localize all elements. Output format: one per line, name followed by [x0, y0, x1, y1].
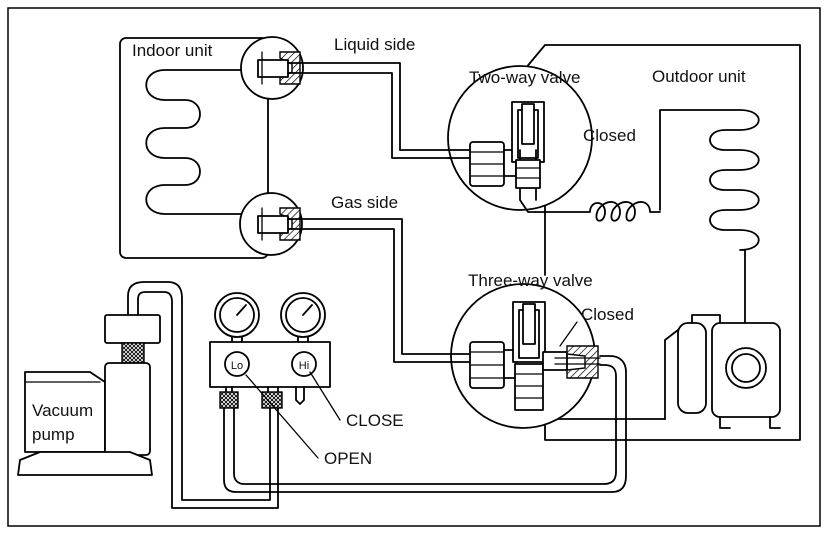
outdoor-unit: Outdoor unit [519, 44, 801, 441]
pump-label: pump [32, 425, 75, 444]
lo-valve-knob [224, 351, 250, 377]
outdoor-unit-outline [519, 44, 801, 441]
outer-frame [7, 7, 821, 527]
liquid-side-flare-nut [240, 36, 304, 100]
outdoor-coil [659, 109, 760, 323]
service-port-hose [223, 355, 627, 493]
gas-side-label: Gas side [331, 193, 398, 212]
vacuum-pump: Vacuum pump [17, 314, 161, 476]
vacuum-label: Vacuum [32, 401, 93, 420]
three-way-valve-label: Three-way valve [468, 271, 593, 290]
hi-valve-knob [291, 351, 317, 377]
compressor [711, 322, 781, 418]
pump-base [17, 451, 153, 476]
outdoor-unit-label: Outdoor unit [652, 67, 746, 86]
gauge-manifold: Lo Hi [209, 292, 341, 459]
gas-side-flare-nut [239, 192, 303, 256]
indoor-coil [145, 69, 251, 215]
lo-knob-label: Lo [231, 360, 243, 372]
capillary-tube [534, 201, 661, 222]
lo-port-fitting [219, 391, 239, 409]
open-label: OPEN [324, 449, 372, 468]
closed-label-two-way: Closed [583, 126, 636, 145]
close-label: CLOSE [346, 411, 404, 430]
closed-label-three-way: Closed [581, 305, 634, 324]
two-way-valve-label: Two-way valve [469, 68, 580, 87]
pump-inlet-block [104, 314, 161, 344]
two-way-valve [399, 65, 593, 213]
pump-hose [127, 281, 279, 509]
liquid-pipe [287, 62, 471, 159]
indoor-unit-box [119, 37, 269, 259]
gas-pipe [287, 218, 471, 363]
indoor-unit: Indoor unit [119, 37, 269, 259]
pump-body [104, 362, 151, 456]
indoor-unit-label: Indoor unit [132, 41, 213, 60]
center-port-fitting [261, 391, 283, 409]
pump-inlet-fitting [121, 342, 145, 364]
accumulator [677, 322, 707, 414]
hi-knob-label: Hi [299, 360, 309, 372]
liquid-side-label: Liquid side [334, 35, 415, 54]
three-way-valve [450, 283, 601, 429]
